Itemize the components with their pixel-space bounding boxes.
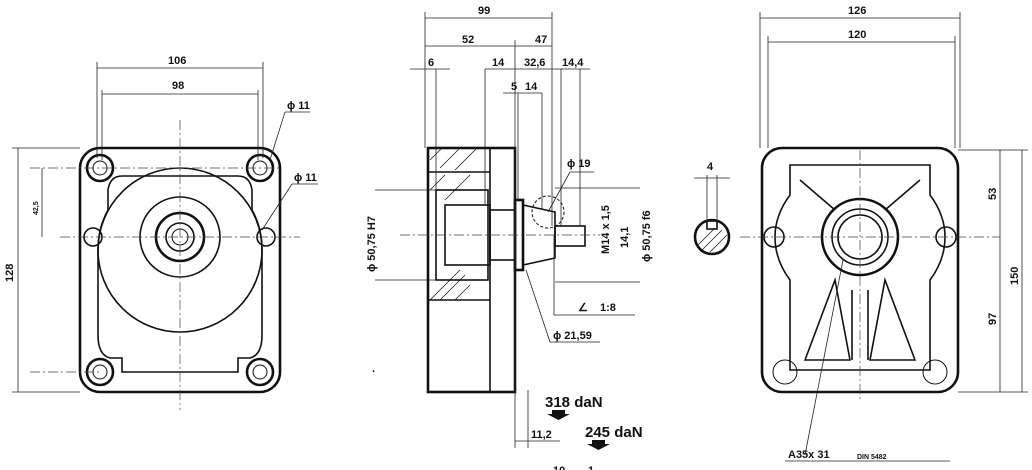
radial-force-label: 318 daN: [545, 394, 603, 411]
hole-dia-label-1: ϕ 11: [287, 100, 310, 112]
thread-label: M14 x 1,5: [600, 205, 612, 254]
dim-14a: 14: [492, 57, 505, 69]
dim-47: 47: [535, 34, 547, 46]
dim-98: 98: [172, 80, 184, 92]
dim-32-6: 32,6: [524, 57, 545, 69]
dim-97: 97: [987, 313, 999, 325]
section-view: 99 52 47 6 14 32,6 14,4 5 14 ϕ 50,75 H7 …: [366, 5, 653, 470]
dim-150: 150: [1009, 267, 1021, 285]
dim-42-5: 42,5: [33, 201, 40, 215]
dim-6: 6: [428, 57, 434, 69]
dim-5: 5: [511, 81, 517, 93]
down-arrow-icon: [587, 440, 610, 450]
dim-126: 126: [848, 5, 866, 17]
dot-mark: .: [372, 363, 375, 375]
dim-14b: 14: [525, 81, 538, 93]
bore-dia: ϕ 50,75 H7: [366, 216, 378, 272]
key-view: 4: [693, 161, 731, 256]
spline-label: A35x 31: [788, 449, 830, 461]
key-width: 4: [707, 161, 714, 173]
spigot-dia: ϕ 50,75 f6: [641, 210, 653, 262]
thread-length: 14,1: [619, 227, 631, 248]
dim-120: 120: [848, 29, 866, 41]
spline-standard: DIN 5482: [857, 454, 887, 461]
hole-dia-label-2: ϕ 11: [294, 172, 317, 184]
dim-128: 128: [4, 264, 16, 282]
dim-14-4: 14,4: [562, 57, 584, 69]
taper-dia: ϕ 21,59: [553, 330, 592, 342]
dim-106: 106: [168, 55, 186, 67]
shaft-dia: ϕ 19: [567, 158, 591, 170]
taper-symbol: ∠: [578, 302, 588, 314]
rear-view: 126 120 53 97 150 A35x 31 DIN 5482: [740, 5, 1028, 462]
dim-bottom-1: 10: [553, 465, 565, 470]
axial-force-label: 245 daN: [585, 424, 643, 441]
taper-ratio: 1:8: [600, 302, 616, 314]
front-view: 106 98 128 42,5 ϕ 11 ϕ 11: [4, 55, 318, 410]
dim-99: 99: [478, 5, 490, 17]
dim-52: 52: [462, 34, 474, 46]
dim-11-2: 11,2: [531, 429, 552, 441]
dim-53: 53: [987, 188, 999, 200]
down-arrow-icon: [547, 410, 570, 420]
dim-bottom-2: 1: [588, 465, 594, 470]
